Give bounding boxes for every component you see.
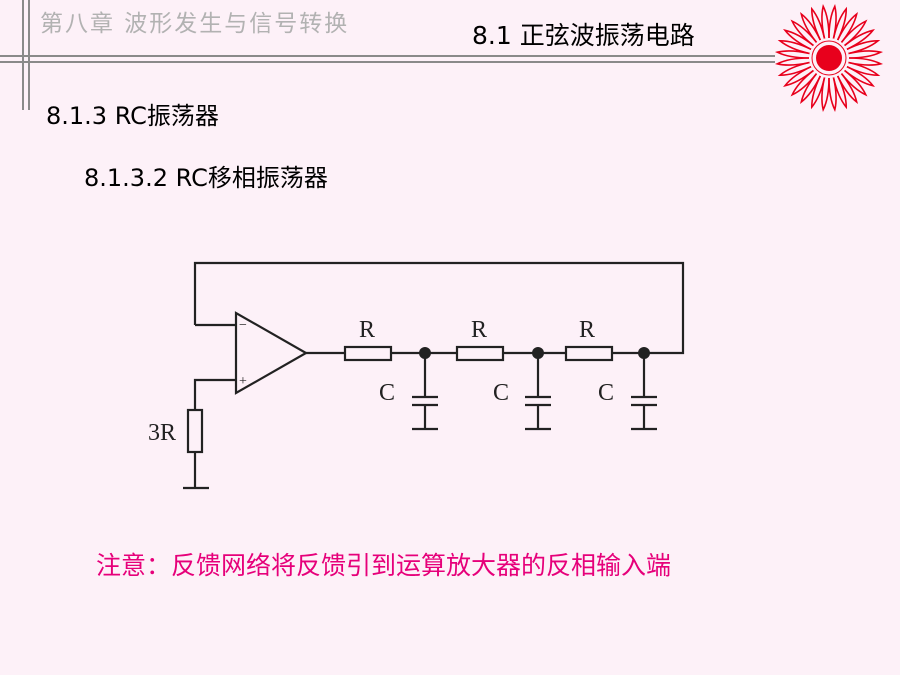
resistor-label-2: R	[471, 317, 487, 343]
noninverting-input-label: +	[239, 374, 247, 389]
sun-ray	[840, 19, 868, 47]
sun-ray	[836, 73, 858, 104]
capacitor-label-1: C	[379, 380, 395, 406]
sun-ray	[828, 3, 837, 39]
heading-rc-phase-shift-oscillator: 8.1.3.2 RC移相振荡器	[84, 164, 328, 192]
sun-ray	[774, 50, 810, 59]
sun-ray	[848, 57, 884, 66]
sun-ray	[846, 61, 881, 77]
feedback-wire	[193, 261, 685, 355]
note-text: 注意：反馈网络将反馈引到运算放大器的反相输入端	[96, 551, 672, 580]
sun-ray	[848, 50, 884, 59]
sun-ray	[828, 77, 837, 113]
sun-ray	[810, 6, 826, 41]
capacitor-label-2: C	[493, 380, 509, 406]
sun-ray	[777, 39, 812, 55]
rc-phase-shift-circuit-diagram: − + R R R C C C 3R	[148, 261, 685, 490]
resistor-label-1: R	[359, 317, 375, 343]
heading-rc-oscillator: 8.1.3 RC振荡器	[46, 102, 219, 130]
sun-ray	[800, 12, 822, 43]
input-resistor-3r	[186, 408, 204, 454]
capacitor-label-3: C	[598, 380, 614, 406]
sun-ray	[832, 75, 848, 110]
sun-ray	[790, 69, 818, 97]
sun-ray	[844, 65, 875, 87]
sun-burst-icon	[774, 3, 884, 113]
resistor-label-3: R	[579, 317, 595, 343]
sun-ray	[846, 39, 881, 55]
junction-dot-2	[532, 347, 544, 359]
sun-ray	[836, 12, 858, 43]
header-horizontal-rule-2	[0, 61, 775, 63]
sun-ray	[783, 65, 814, 87]
sun-ray	[774, 57, 810, 66]
inverting-input-label: −	[239, 318, 247, 333]
sun-ray	[821, 77, 830, 113]
resistor-1	[343, 345, 393, 362]
header-horizontal-rule-1	[0, 55, 775, 57]
sun-ray	[821, 3, 830, 39]
junction-dot-1	[419, 347, 431, 359]
chapter-title: 第八章 波形发生与信号转换	[40, 11, 350, 37]
sun-ray	[810, 75, 826, 110]
section-title: 8.1 正弦波振荡电路	[472, 21, 695, 50]
sun-ray	[840, 69, 868, 97]
sun-ray	[783, 29, 814, 51]
junction-dot-3	[638, 347, 650, 359]
sun-ray	[777, 61, 812, 77]
sun-ray	[832, 6, 848, 41]
resistor-3	[564, 345, 614, 362]
op-amp-symbol	[234, 311, 309, 395]
sun-ray	[790, 19, 818, 47]
noninverting-input-wire	[193, 378, 236, 410]
resistor-2	[455, 345, 505, 362]
sun-ray	[800, 73, 822, 104]
sun-ray	[844, 29, 875, 51]
input-resistor-label: 3R	[148, 420, 176, 446]
